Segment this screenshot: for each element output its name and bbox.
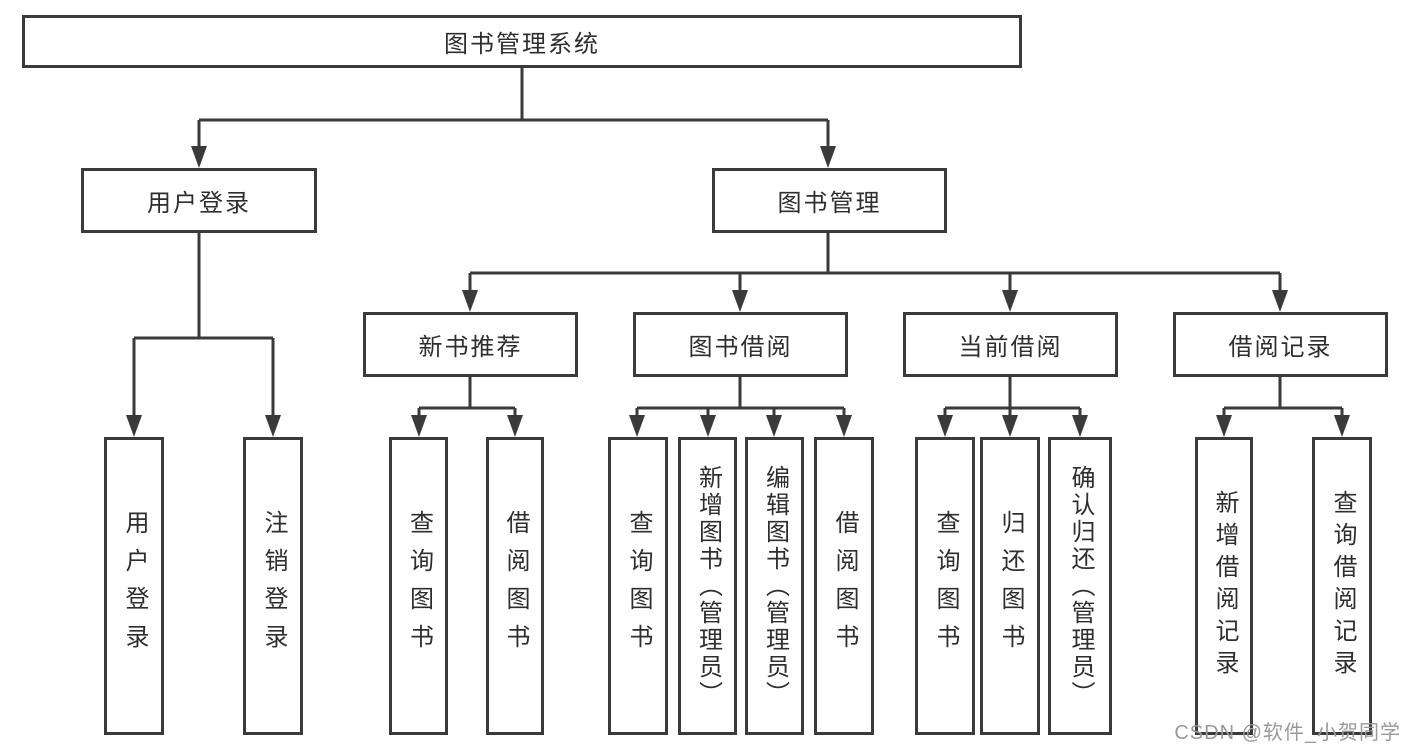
node-user-login: 用户登录 xyxy=(81,168,317,233)
leaf-label: 新增图书（管理员） xyxy=(694,464,722,708)
leaf-add-borrow-record: 新增借阅记录 xyxy=(1195,437,1253,735)
node-new-book-recommend: 新书推荐 xyxy=(363,312,578,377)
node-current-borrowing: 当前借阅 xyxy=(903,312,1118,377)
leaf-label: 注销登录 xyxy=(260,510,287,662)
node-borrowing-records: 借阅记录 xyxy=(1173,312,1388,377)
node-book-borrowing: 图书借阅 xyxy=(633,312,848,377)
leaf-label: 借阅图书 xyxy=(831,510,858,662)
leaf-label: 查询图书 xyxy=(932,510,959,662)
leaf-label: 借阅图书 xyxy=(502,510,529,662)
leaf-label: 归还图书 xyxy=(997,510,1024,662)
leaf-label: 查询借阅记录 xyxy=(1329,490,1356,682)
node-root-system: 图书管理系统 xyxy=(22,15,1022,68)
leaf-logout: 注销登录 xyxy=(243,437,303,735)
leaf-query-borrow-record: 查询借阅记录 xyxy=(1312,437,1372,735)
node-book-management: 图书管理 xyxy=(712,168,947,233)
leaf-label: 查询图书 xyxy=(625,510,652,662)
leaf-edit-book-admin: 编辑图书（管理员） xyxy=(745,437,804,735)
leaf-label: 新增借阅记录 xyxy=(1211,490,1238,682)
leaf-add-book-admin: 新增图书（管理员） xyxy=(678,437,737,735)
leaf-label: 用户登录 xyxy=(121,510,148,662)
tree-edges xyxy=(132,68,1344,415)
leaf-query-books-current: 查询图书 xyxy=(915,437,975,735)
leaf-label: 确认归还（管理员） xyxy=(1067,464,1094,708)
leaf-query-books-recommend: 查询图书 xyxy=(389,437,448,735)
leaf-borrow-books: 借阅图书 xyxy=(814,437,874,735)
leaf-label: 查询图书 xyxy=(405,510,433,662)
leaf-return-books: 归还图书 xyxy=(980,437,1040,735)
arrowhead-icons xyxy=(126,146,1350,437)
watermark: CSDN @软件_小贺同学 xyxy=(1174,722,1401,744)
leaf-label: 编辑图书（管理员） xyxy=(761,464,789,708)
leaf-user-login: 用户登录 xyxy=(104,437,164,735)
leaf-confirm-return-admin: 确认归还（管理员） xyxy=(1048,437,1112,735)
leaf-query-books-borrow: 查询图书 xyxy=(608,437,668,735)
leaf-borrow-books-recommend: 借阅图书 xyxy=(486,437,544,735)
